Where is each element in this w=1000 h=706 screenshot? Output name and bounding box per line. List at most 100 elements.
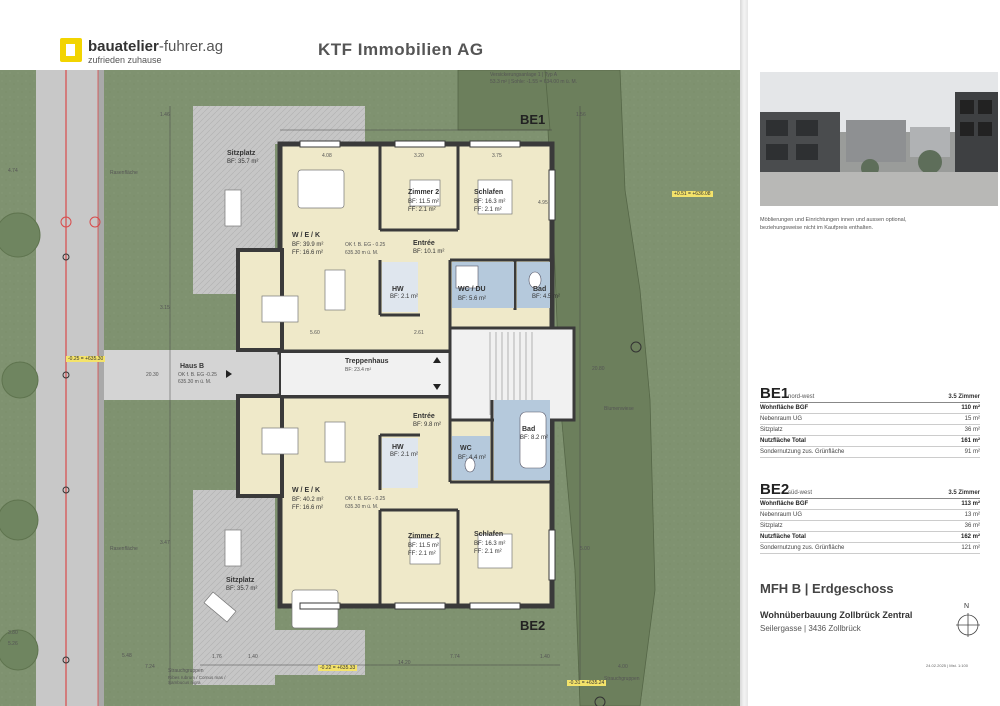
dim-label: 1.40: [540, 654, 550, 660]
elevation-tag: -0.25 = +635.30: [66, 356, 106, 362]
zimmer2-upper-ff: FF: 2.1 m²: [408, 207, 436, 213]
versickerung-sub: 53.3 m² | Sohle: -1.55 = 634.00 m ü. M.: [490, 79, 578, 85]
treppenhaus: [279, 351, 451, 397]
area-label: Sondernutzung zus. Grünfläche: [760, 545, 845, 551]
area-row: Nebenraum UG 15 m²: [760, 414, 980, 425]
north-label: N: [964, 603, 970, 610]
street: [36, 70, 98, 706]
area-value: 121 m²: [961, 545, 980, 551]
area-value: 15 m²: [964, 416, 980, 422]
area-value: 113 m²: [961, 501, 980, 507]
dim-label: 4.74: [8, 168, 18, 174]
entree-upper-bf: BF: 10.1 m²: [413, 249, 445, 255]
bad-lower-bf: BF: 8.2 m²: [520, 435, 549, 441]
strauchgruppen-left: Strauchgruppen: [168, 668, 204, 674]
treppenhaus-label: Treppenhaus: [345, 358, 389, 365]
floor-plan: Versickerungsanlage 1 | Typ A 53.3 m² | …: [0, 69, 740, 706]
schlafen-upper-bf: BF: 16.3 m²: [474, 199, 506, 205]
area-row: Sondernutzung zus. Grünfläche 121 m²: [760, 543, 980, 554]
wek-upper: W / E / K: [292, 232, 320, 239]
dim-label: 1.46: [160, 112, 170, 118]
dim-label: 7.74: [450, 654, 460, 660]
sitzplatz-lower: Sitzplatz: [226, 577, 255, 584]
zimmer2-lower: Zimmer 2: [408, 533, 440, 540]
dim-label: 5.60: [310, 330, 320, 336]
entree-lower: Entrée: [413, 413, 435, 420]
dim-label: 4.00: [618, 664, 628, 670]
area-label: Sondernutzung zus. Grünfläche: [760, 449, 845, 455]
sitzplatz-upper: Sitzplatz: [227, 150, 256, 157]
wc-lower-bf: BF: 4.4 m²: [458, 455, 487, 461]
bad-upper-bf: BF: 4.5 m²: [532, 294, 561, 300]
dim-label: 3.15: [160, 305, 170, 311]
sitzplatz-lower-bf: BF: 35.7 m²: [226, 586, 258, 592]
hw-lower-bf: BF: 2.1 m²: [390, 452, 419, 458]
schlafen-lower-bf: BF: 16.3 m²: [474, 541, 506, 547]
area-label: Nebenraum UG: [760, 416, 803, 422]
blumenwiese-label: Blumenwiese: [604, 406, 634, 412]
elevation-tag: +0.51 = +636.08: [672, 191, 713, 197]
schlafen-upper-ff: FF: 2.1 m²: [474, 207, 502, 213]
area-value: 36 m²: [964, 523, 980, 529]
dim-label: 1.56: [576, 112, 586, 118]
disclaimer-text: Möblierungen und Einrichtungen innen und…: [760, 217, 907, 231]
company-name: KTF Immobilien AG: [318, 40, 484, 59]
dim-label: 20.30: [146, 372, 159, 378]
hw-upper-bf: BF: 2.1 m²: [390, 294, 419, 300]
area-label: Sitzplatz: [760, 523, 783, 529]
plan-page: bauatelier-fuhrer.ag zufrieden zuhause K…: [0, 38, 740, 706]
unit-id: BE1: [760, 385, 790, 402]
entree-upper: Entrée: [413, 240, 435, 247]
dim-label: 20.80: [592, 366, 605, 372]
haus-b-elev: 635.30 m ü. M.: [178, 379, 212, 385]
access-path: [104, 350, 244, 400]
north-arrow-icon: N: [954, 603, 982, 637]
unit-rooms: 3.5 Zimmer: [948, 394, 980, 400]
area-value: 162 m²: [960, 534, 980, 540]
area-label: Nebenraum UG: [760, 512, 803, 518]
page-gutter: [740, 0, 748, 706]
wek-lower-bf: BF: 40.2 m²: [292, 497, 324, 503]
area-value: 36 m²: [964, 427, 980, 433]
wek-lower-ff: FF: 16.6 m²: [292, 505, 324, 511]
dim-label: 1.40: [248, 654, 258, 660]
area-value: 161 m²: [960, 438, 980, 444]
sitzplatz-lower-paving: [193, 490, 275, 685]
dim-label: 3.80: [8, 630, 18, 636]
floor-plan-drawing: [0, 69, 740, 706]
schlafen-upper: Schlafen: [474, 189, 504, 196]
treppenhaus-bf: BF: 23.4 m²: [345, 367, 372, 373]
dim-label: 4.08: [322, 153, 332, 159]
ok-upper: OK f. B. EG - 0.25: [345, 242, 386, 248]
logo-tagline: zufrieden zuhause: [88, 55, 162, 65]
project-name: Wohnüberbauung Zollbrück Zentral: [760, 610, 913, 620]
area-label: Nutzfläche Total: [760, 534, 806, 540]
unit-orientation: süd-west: [788, 490, 813, 496]
elevation-tag: -0.22 = +635.33: [318, 665, 358, 671]
haus-b-label: Haus B: [180, 363, 205, 370]
area-label: Sitzplatz: [760, 427, 783, 433]
area-row: Nutzfläche Total 162 m²: [760, 532, 980, 543]
dim-label: 5.00: [580, 546, 590, 552]
project-address: Seilergasse | 3436 Zollbrück: [760, 624, 861, 633]
dim-label: 4.95: [538, 200, 548, 206]
dim-label: 3.20: [414, 153, 424, 159]
rasen-label-lower: Rasenfläche: [110, 546, 138, 552]
area-row: Sitzplatz 36 m²: [760, 425, 980, 436]
dim-label: 3.47: [160, 540, 170, 546]
dim-label: 2.61: [414, 330, 424, 336]
dim-label: 5.26: [8, 641, 18, 647]
hw-upper: HW: [392, 286, 404, 293]
strauchgruppen-left-sub: Ribes rubrum / Cornus mas / Sambucus nig…: [168, 675, 226, 685]
dim-label: 7.24: [145, 664, 155, 670]
area-label: Wohnfläche BGF: [760, 405, 809, 411]
schlafen-lower: Schlafen: [474, 531, 504, 538]
wek-upper-ff: FF: 16.6 m²: [292, 250, 324, 256]
logo-wordmark: bauatelier-fuhrer.ag: [88, 38, 224, 55]
entree-lower-bf: BF: 9.8 m²: [413, 422, 442, 428]
wcdu-upper-label: WC / DU: [458, 286, 486, 293]
